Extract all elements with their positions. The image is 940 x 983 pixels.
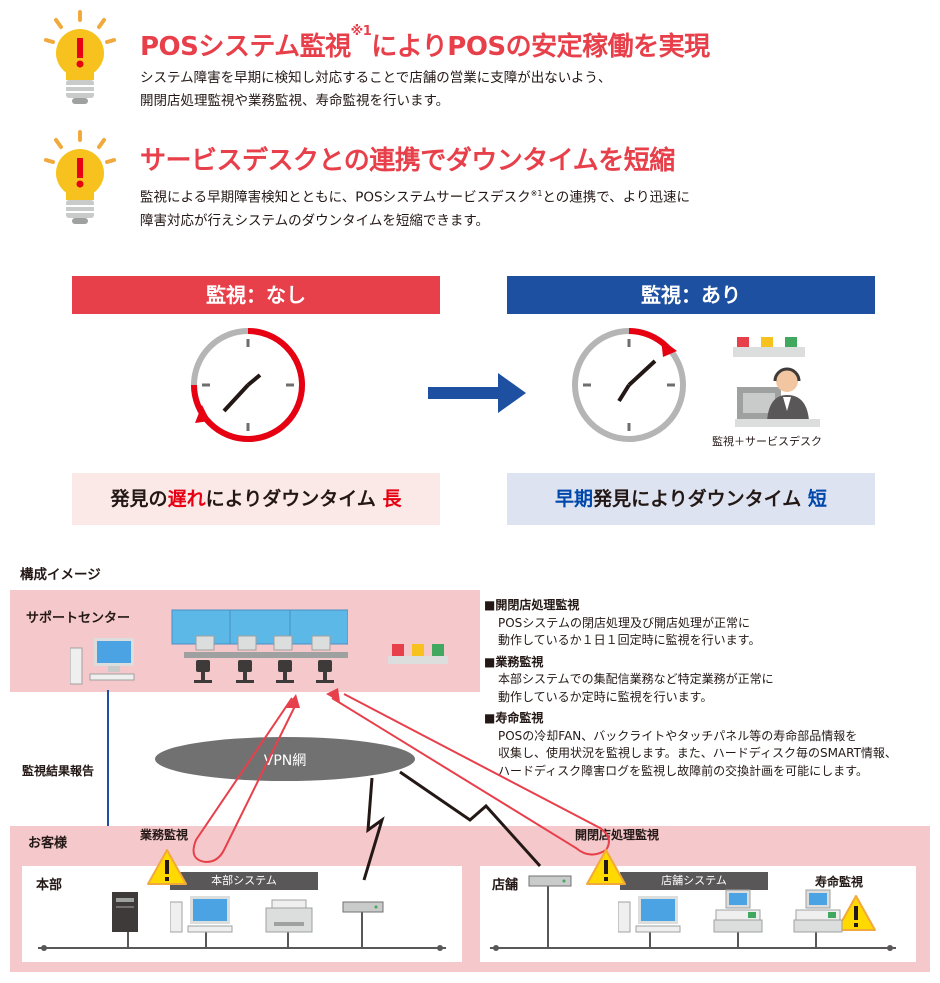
- warning-icon: [836, 895, 876, 931]
- signal-light-icon: [388, 644, 448, 664]
- warning-icon: [147, 849, 187, 885]
- warning-icon: [586, 849, 626, 885]
- store-label: 店舗: [492, 878, 519, 893]
- monitor-icon: [70, 638, 135, 685]
- chair-icon: [194, 660, 334, 683]
- router-icon: [528, 875, 572, 887]
- vpn-cloud: [155, 737, 415, 781]
- monitor-icon: [618, 896, 681, 933]
- hq-label: 本部: [36, 878, 63, 893]
- pos-terminal-icon: [793, 889, 843, 933]
- router-icon: [342, 901, 384, 913]
- operator-icon: [735, 367, 820, 427]
- lifetime-monitor-label: 寿命監視: [815, 875, 864, 889]
- feature-title-1: POSシステム監視※1によりPOSの安定稼働を実現: [140, 24, 710, 62]
- openclose-monitor-label: 開閉店処理監視: [575, 828, 660, 842]
- server-icon: [112, 892, 138, 932]
- signal-light-icon: [733, 337, 805, 357]
- support-center-label: サポートセンター: [26, 611, 131, 626]
- monitor-icon: [170, 896, 233, 933]
- diagram-title: 構成イメージ: [20, 567, 101, 583]
- feature-title-2: サービスデスクとの連携でダウンタイムを短縮: [140, 146, 675, 176]
- report-label: 監視結果報告: [22, 764, 95, 778]
- operator-desks: [171, 609, 348, 683]
- monitoring-descriptions: ■開閉店処理監視 POSシステムの閉店処理及び開店処理が正常に 動作しているか１…: [484, 598, 897, 778]
- business-monitor-label: 業務監視: [140, 828, 189, 842]
- hq-system-bar: 本部システム: [170, 872, 318, 890]
- without-monitoring-header: 監視：なし: [72, 276, 440, 314]
- lightbulb-warning-icon: [44, 10, 116, 104]
- store-system-bar: 店舗システム: [620, 872, 768, 890]
- feature-desc-2: 監視による早期障害検知とともに、POSシステムサービスデスク※1との連携で、より…: [140, 189, 690, 229]
- without-monitoring-result: 発見の遅れによりダウンタイム 長: [72, 473, 440, 525]
- servicedesk-label: 監視＋サービスデスク: [712, 435, 822, 448]
- vpn-label: VPN網: [263, 753, 307, 769]
- feature-desc-1: システム障害を早期に検知し対応することで店舗の営業に支障が出ないよう、開閉店処理…: [140, 70, 612, 109]
- printer-icon: [265, 899, 313, 933]
- lightbulb-warning-icon: [44, 130, 116, 224]
- with-monitoring-result: 早期発見によりダウンタイム 短: [507, 473, 875, 525]
- with-monitoring-header: 監視：あり: [507, 276, 875, 314]
- clock-icon: [191, 328, 305, 442]
- pos-terminal-icon: [713, 889, 763, 933]
- customer-label: お客様: [28, 836, 68, 851]
- connection-lines: [38, 688, 896, 951]
- arrow-right-icon: [428, 373, 526, 413]
- clock-icon: [572, 328, 686, 442]
